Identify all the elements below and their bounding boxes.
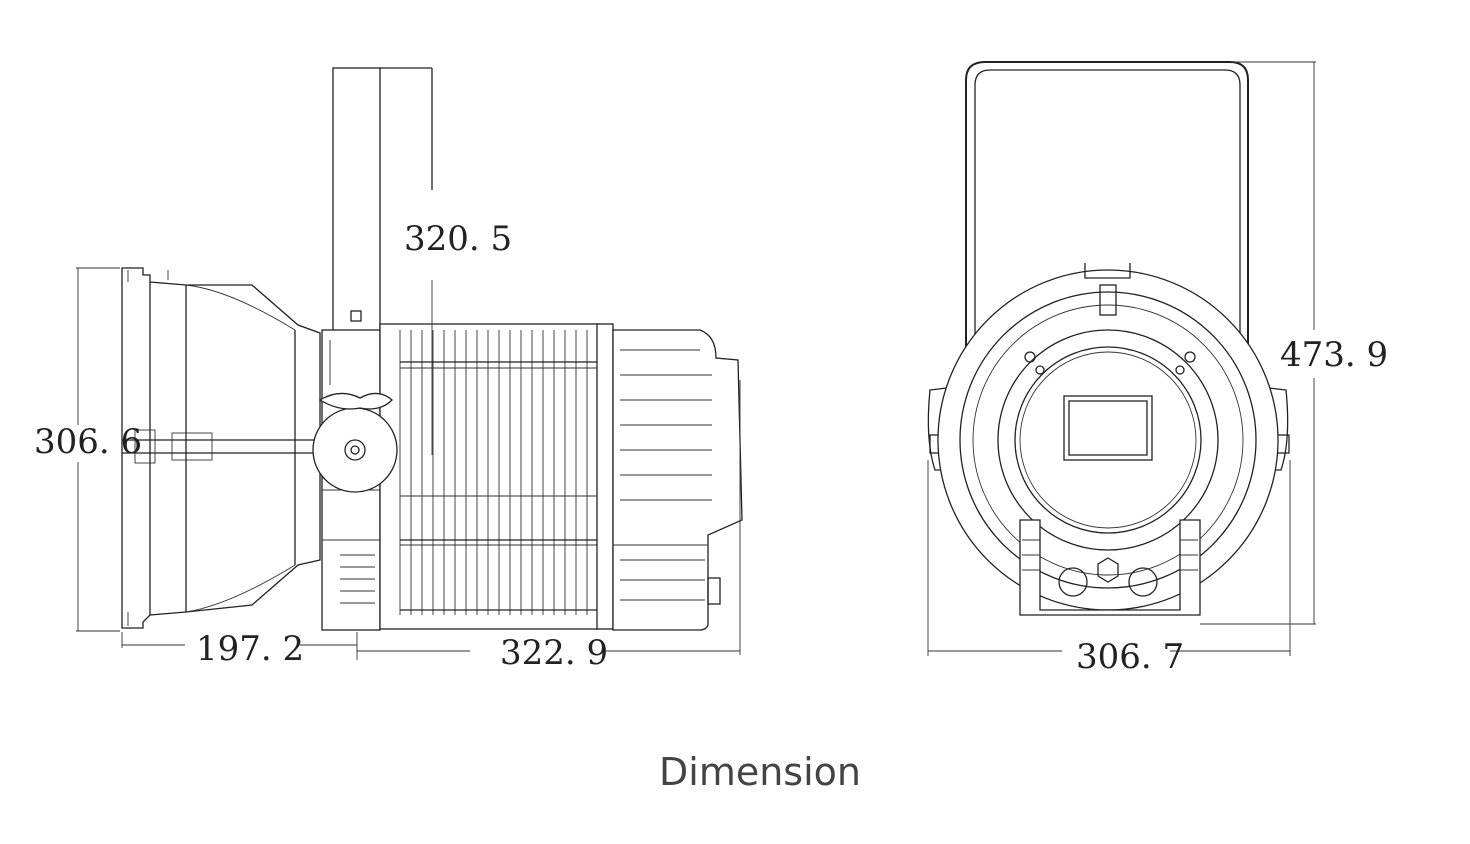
dimension-label-front-lens-height: 306. 6 bbox=[34, 422, 142, 462]
front-yoke bbox=[965, 61, 1249, 420]
front-dimension-lines bbox=[927, 61, 1316, 656]
side-front-barrel bbox=[121, 267, 321, 629]
side-rear-housing bbox=[612, 329, 743, 631]
side-dimension-lines bbox=[76, 267, 741, 660]
dimension-label-front-section-length: 197. 2 bbox=[196, 629, 304, 669]
side-tilt-knob bbox=[312, 392, 398, 493]
dimension-label-body-length: 322. 9 bbox=[500, 633, 608, 673]
dimension-label-overall-width: 306. 7 bbox=[1076, 637, 1184, 677]
front-control-block bbox=[1019, 519, 1201, 616]
side-view: 320. 5 306. 6 197. 2 322. 9 bbox=[34, 67, 743, 673]
figure-caption: Dimension bbox=[659, 750, 861, 794]
front-display-window bbox=[1063, 395, 1153, 461]
front-view: 473. 9 306. 7 bbox=[927, 61, 1388, 677]
side-mounting-rod bbox=[122, 429, 330, 464]
dimension-label-side-height: 320. 5 bbox=[404, 219, 512, 259]
dimension-label-overall-height: 473. 9 bbox=[1280, 335, 1388, 375]
side-heatsink bbox=[379, 323, 614, 630]
